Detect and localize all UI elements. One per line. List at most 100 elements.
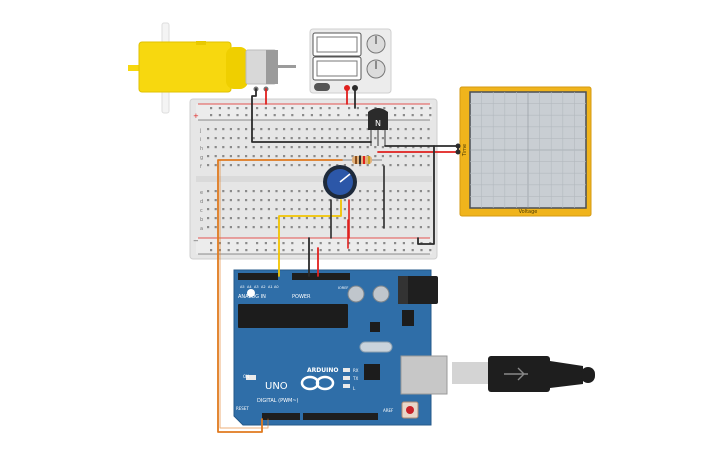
breadboard-hole[interactable] bbox=[321, 226, 324, 229]
breadboard-hole[interactable] bbox=[313, 190, 316, 193]
breadboard-hole[interactable] bbox=[222, 164, 225, 167]
breadboard-hole[interactable] bbox=[267, 146, 270, 149]
breadboard-hole[interactable] bbox=[427, 190, 430, 193]
breadboard-hole[interactable] bbox=[305, 155, 308, 158]
breadboard-hole[interactable] bbox=[336, 226, 339, 229]
breadboard-hole[interactable] bbox=[260, 226, 263, 229]
breadboard-hole[interactable] bbox=[229, 226, 232, 229]
breadboard-hole[interactable] bbox=[321, 217, 324, 220]
breadboard-hole[interactable] bbox=[397, 137, 400, 140]
breadboard-hole[interactable] bbox=[267, 155, 270, 158]
breadboard-hole[interactable] bbox=[365, 114, 368, 117]
breadboard-hole[interactable] bbox=[302, 107, 305, 110]
breadboard-hole[interactable] bbox=[397, 190, 400, 193]
breadboard-hole[interactable] bbox=[359, 128, 362, 131]
breadboard-hole[interactable] bbox=[366, 164, 369, 167]
breadboard-hole[interactable] bbox=[291, 114, 294, 117]
breadboard-hole[interactable] bbox=[404, 137, 407, 140]
breadboard-hole[interactable] bbox=[291, 242, 294, 245]
breadboard-hole[interactable] bbox=[356, 114, 359, 117]
breadboard-hole[interactable] bbox=[397, 164, 400, 167]
breadboard-hole[interactable] bbox=[374, 226, 377, 229]
breadboard-hole[interactable] bbox=[283, 199, 286, 202]
breadboard-hole[interactable] bbox=[302, 249, 305, 252]
breadboard-hole[interactable] bbox=[290, 217, 293, 220]
breadboard-hole[interactable] bbox=[214, 217, 217, 220]
breadboard-hole[interactable] bbox=[291, 107, 294, 110]
breadboard-hole[interactable] bbox=[260, 217, 263, 220]
breadboard-hole[interactable] bbox=[282, 249, 285, 252]
breadboard-hole[interactable] bbox=[419, 146, 422, 149]
breadboard-hole[interactable] bbox=[229, 208, 232, 211]
breadboard-hole[interactable] bbox=[389, 199, 392, 202]
breadboard-hole[interactable] bbox=[348, 249, 351, 252]
breadboard-hole[interactable] bbox=[260, 146, 263, 149]
breadboard-hole[interactable] bbox=[404, 146, 407, 149]
breadboard-hole[interactable] bbox=[351, 164, 354, 167]
breadboard-hole[interactable] bbox=[302, 242, 305, 245]
breadboard-hole[interactable] bbox=[236, 107, 239, 110]
breadboard-hole[interactable] bbox=[290, 155, 293, 158]
breadboard-hole[interactable] bbox=[260, 137, 263, 140]
breadboard-hole[interactable] bbox=[245, 146, 248, 149]
breadboard-hole[interactable] bbox=[429, 249, 432, 252]
breadboard-hole[interactable] bbox=[237, 146, 240, 149]
breadboard-hole[interactable] bbox=[290, 128, 293, 131]
breadboard-hole[interactable] bbox=[412, 155, 415, 158]
breadboard-hole[interactable] bbox=[210, 107, 213, 110]
breadboard-hole[interactable] bbox=[305, 137, 308, 140]
breadboard-hole[interactable] bbox=[429, 107, 432, 110]
breadboard-hole[interactable] bbox=[267, 164, 270, 167]
breadboard-hole[interactable] bbox=[374, 164, 377, 167]
breadboard-hole[interactable] bbox=[319, 114, 322, 117]
breadboard-hole[interactable] bbox=[359, 137, 362, 140]
breadboard-hole[interactable] bbox=[397, 146, 400, 149]
breadboard-hole[interactable] bbox=[374, 199, 377, 202]
breadboard-hole[interactable] bbox=[245, 242, 248, 245]
breadboard-hole[interactable] bbox=[273, 114, 276, 117]
breadboard-hole[interactable] bbox=[313, 208, 316, 211]
breadboard-hole[interactable] bbox=[389, 155, 392, 158]
breadboard-hole[interactable] bbox=[275, 155, 278, 158]
breadboard-hole[interactable] bbox=[264, 107, 267, 110]
breadboard-hole[interactable] bbox=[283, 164, 286, 167]
breadboard-hole[interactable] bbox=[256, 107, 259, 110]
breadboard-hole[interactable] bbox=[420, 107, 423, 110]
breadboard-hole[interactable] bbox=[321, 137, 324, 140]
breadboard-hole[interactable] bbox=[366, 199, 369, 202]
breadboard-hole[interactable] bbox=[282, 107, 285, 110]
breadboard-hole[interactable] bbox=[227, 249, 230, 252]
breadboard-hole[interactable] bbox=[313, 226, 316, 229]
breadboard-hole[interactable] bbox=[374, 242, 377, 245]
breadboard-hole[interactable] bbox=[359, 146, 362, 149]
breadboard-hole[interactable] bbox=[313, 217, 316, 220]
breadboard-hole[interactable] bbox=[343, 217, 346, 220]
breadboard-hole[interactable] bbox=[210, 242, 213, 245]
breadboard-hole[interactable] bbox=[252, 137, 255, 140]
breadboard-hole[interactable] bbox=[245, 199, 248, 202]
breadboard-hole[interactable] bbox=[411, 107, 414, 110]
breadboard-hole[interactable] bbox=[283, 128, 286, 131]
breadboard-hole[interactable] bbox=[343, 226, 346, 229]
breadboard-hole[interactable] bbox=[218, 107, 221, 110]
breadboard-hole[interactable] bbox=[222, 190, 225, 193]
breadboard-hole[interactable] bbox=[389, 226, 392, 229]
breadboard-hole[interactable] bbox=[394, 249, 397, 252]
breadboard-hole[interactable] bbox=[283, 226, 286, 229]
breadboard-hole[interactable] bbox=[389, 164, 392, 167]
breadboard-hole[interactable] bbox=[267, 208, 270, 211]
breadboard-hole[interactable] bbox=[343, 199, 346, 202]
breadboard-hole[interactable] bbox=[381, 217, 384, 220]
breadboard-hole[interactable] bbox=[328, 242, 331, 245]
breadboard-hole[interactable] bbox=[236, 242, 239, 245]
breadboard-hole[interactable] bbox=[275, 164, 278, 167]
breadboard-hole[interactable] bbox=[351, 146, 354, 149]
breadboard-hole[interactable] bbox=[275, 217, 278, 220]
breadboard-hole[interactable] bbox=[267, 137, 270, 140]
breadboard-hole[interactable] bbox=[275, 190, 278, 193]
breadboard-hole[interactable] bbox=[427, 199, 430, 202]
breadboard-hole[interactable] bbox=[348, 107, 351, 110]
breadboard-hole[interactable] bbox=[222, 128, 225, 131]
breadboard-hole[interactable] bbox=[343, 208, 346, 211]
breadboard-hole[interactable] bbox=[313, 199, 316, 202]
